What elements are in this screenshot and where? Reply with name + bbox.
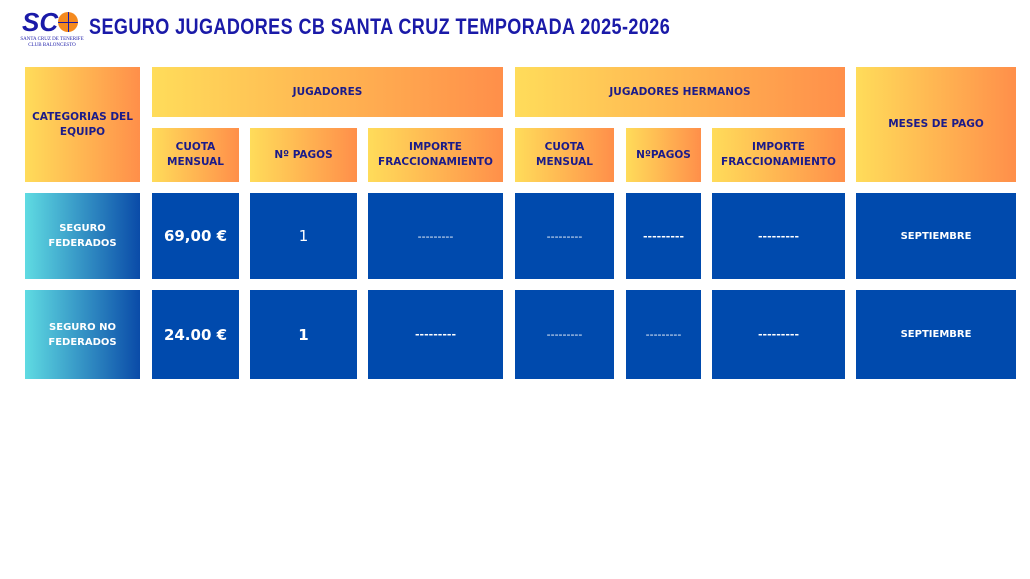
cell-pagos: 1 — [250, 290, 357, 379]
basketball-icon — [58, 12, 78, 32]
header-hermanos: JUGADORES HERMANOS — [515, 67, 845, 117]
cell-importe: --------- — [368, 290, 503, 379]
subheader-pagos-hermanos: NºPAGOS — [626, 128, 701, 182]
cell-pagos-hermanos: --------- — [626, 193, 701, 279]
subheader-importe-hermanos: IMPORTE FRACCIONAMIENTO — [712, 128, 845, 182]
cell-pagos-hermanos: --------- — [626, 290, 701, 379]
cell-importe-hermanos: --------- — [712, 193, 845, 279]
logo-letters: SC — [22, 7, 59, 37]
subheader-importe: IMPORTE FRACCIONAMIENTO — [368, 128, 503, 182]
row-categoria: SEGURO NO FEDERADOS — [25, 290, 140, 379]
cell-cuota: 24.00 € — [152, 290, 239, 379]
subheader-pagos: Nº PAGOS — [250, 128, 357, 182]
cell-meses: SEPTIEMBRE — [856, 193, 1016, 279]
cell-cuota: 69,00 € — [152, 193, 239, 279]
cell-pagos: 1 — [250, 193, 357, 279]
cell-importe-hermanos: --------- — [712, 290, 845, 379]
cell-meses: SEPTIEMBRE — [856, 290, 1016, 379]
page-title: SEGURO JUGADORES CB SANTA CRUZ TEMPORADA… — [89, 14, 671, 39]
logo-subtext: SANTA CRUZ DE TENERIFE CLUB BALONCESTO — [20, 37, 84, 48]
club-logo: SC SANTA CRUZ DE TENERIFE CLUB BALONCEST… — [20, 8, 84, 48]
header-jugadores: JUGADORES — [152, 67, 503, 117]
cell-cuota-hermanos: --------- — [515, 290, 614, 379]
cell-cuota-hermanos: --------- — [515, 193, 614, 279]
subheader-cuota: CUOTA MENSUAL — [152, 128, 239, 182]
cell-importe: --------- — [368, 193, 503, 279]
header-meses: MESES DE PAGO — [856, 67, 1016, 182]
header-categorias: CATEGORIAS DEL EQUIPO — [25, 67, 140, 182]
row-categoria: SEGURO FEDERADOS — [25, 193, 140, 279]
subheader-cuota-hermanos: CUOTA MENSUAL — [515, 128, 614, 182]
